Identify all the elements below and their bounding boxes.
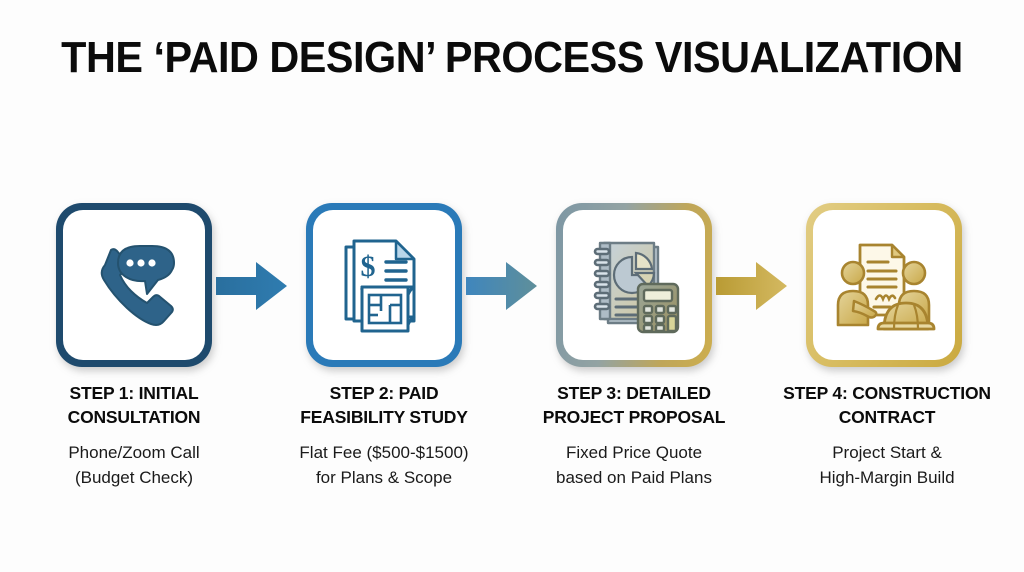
step-1-title: STEP 1: INITIAL CONSULTATION [9, 381, 259, 429]
step-3-title-line1: STEP 3: DETAILED [557, 383, 711, 403]
step-card-3[interactable] [556, 203, 712, 367]
step-2-title: STEP 2: PAID FEASIBILITY STUDY [259, 381, 509, 429]
step-4-title-line1: STEP 4: CONSTRUCTION [783, 383, 991, 403]
arrow-2-icon [466, 260, 538, 312]
step-3-title-line2: PROJECT PROPOSAL [542, 407, 726, 427]
invoice-blueprint-icon: $ [328, 229, 440, 341]
page-title: THE ‘PAID DESIGN’ PROCESS VISUALIZATION [61, 33, 963, 82]
step-caption-4: STEP 4: CONSTRUCTION CONTRACT Project St… [762, 381, 1012, 490]
step-captions: STEP 1: INITIAL CONSULTATION Phone/Zoom … [0, 381, 1024, 501]
phone-chat-icon [78, 229, 190, 341]
step-2-desc-line2: for Plans & Scope [315, 468, 453, 487]
step-caption-1: STEP 1: INITIAL CONSULTATION Phone/Zoom … [9, 381, 259, 490]
step-3-desc-line1: Fixed Price Quote [565, 443, 703, 462]
step-card-2-inner: $ [313, 210, 455, 360]
step-card-1[interactable] [56, 203, 212, 367]
step-2-title-line2: FEASIBILITY STUDY [300, 407, 468, 427]
step-2-description: Flat Fee ($500-$1500) for Plans & Scope [259, 440, 509, 490]
step-1-title-line2: CONSULTATION [67, 407, 201, 427]
step-1-desc-line1: Phone/Zoom Call [68, 443, 200, 462]
report-calculator-icon [578, 229, 690, 341]
step-card-2[interactable]: $ [306, 203, 462, 367]
step-4-description: Project Start & High-Margin Build [762, 440, 1012, 490]
step-2-title-line1: STEP 2: PAID [329, 383, 439, 403]
step-1-description: Phone/Zoom Call (Budget Check) [9, 440, 259, 490]
step-3-desc-line2: based on Paid Plans [556, 468, 712, 487]
step-1-desc-line2: (Budget Check) [74, 468, 194, 487]
step-card-1-inner [63, 210, 205, 360]
step-2-desc-line1: Flat Fee ($500-$1500) [299, 443, 469, 462]
step-card-3-inner [563, 210, 705, 360]
step-caption-2: STEP 2: PAID FEASIBILITY STUDY Flat Fee … [259, 381, 509, 490]
step-caption-3: STEP 3: DETAILED PROJECT PROPOSAL Fixed … [509, 381, 759, 490]
svg-text:$: $ [361, 250, 376, 283]
step-card-4-inner [813, 210, 955, 360]
step-4-title-line2: CONTRACT [838, 407, 936, 427]
contract-handshake-hardhat-icon [828, 229, 940, 341]
process-flow-diagram: $ [0, 203, 1024, 369]
arrow-3-icon [716, 260, 788, 312]
step-3-description: Fixed Price Quote based on Paid Plans [509, 440, 759, 490]
step-1-title-line1: STEP 1: INITIAL [69, 383, 199, 403]
step-4-desc-line1: Project Start & [832, 443, 942, 462]
step-card-4[interactable] [806, 203, 962, 367]
step-4-title: STEP 4: CONSTRUCTION CONTRACT [762, 381, 1012, 429]
step-4-desc-line2: High-Margin Build [819, 468, 955, 487]
arrow-1-icon [216, 260, 288, 312]
step-3-title: STEP 3: DETAILED PROJECT PROPOSAL [509, 381, 759, 429]
